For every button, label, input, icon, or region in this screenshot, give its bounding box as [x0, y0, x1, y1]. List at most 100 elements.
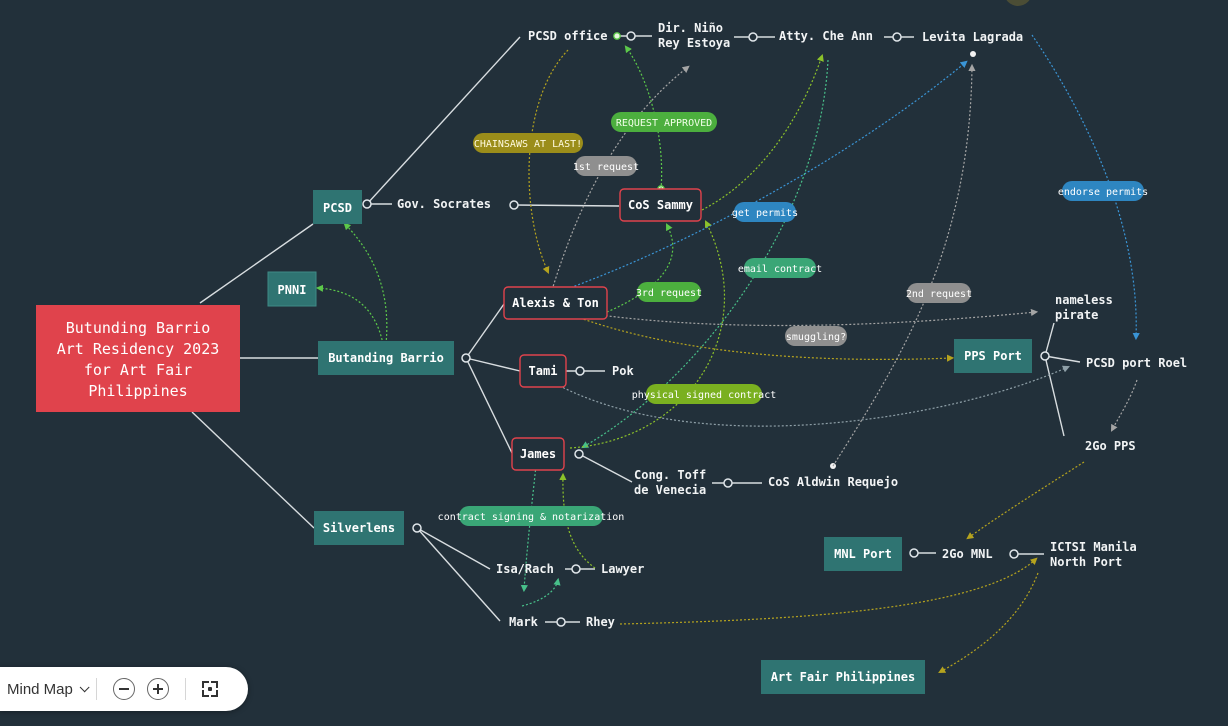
- curve-rhey-ictsi: [619, 557, 1038, 625]
- node-cos-sammy[interactable]: CoS Sammy: [619, 188, 702, 222]
- badge-chainsaws: CHAINSAWS AT LAST!: [473, 133, 583, 153]
- zoom-in-button[interactable]: [146, 678, 169, 700]
- node-pcsd[interactable]: PCSD: [313, 190, 362, 224]
- node-james[interactable]: James: [511, 437, 565, 471]
- curve-butanding-pnni: [315, 284, 384, 345]
- svg-text:CHAINSAWS AT LAST!: CHAINSAWS AT LAST!: [474, 139, 582, 150]
- curve-ictsi-artfair: [938, 572, 1039, 674]
- node-art-fair[interactable]: Art Fair Philippines: [761, 660, 925, 694]
- curve-physical-contract: [569, 220, 726, 449]
- svg-text:physical signed contract: physical signed contract: [632, 390, 777, 401]
- curve-chainsaws: [528, 49, 569, 274]
- svg-text:3rd request: 3rd request: [636, 288, 702, 299]
- svg-text:smuggling?: smuggling?: [786, 332, 846, 343]
- node-2go-pps[interactable]: 2Go PPS: [1085, 439, 1136, 453]
- badge-first-request: 1st request: [573, 156, 639, 176]
- curve-get-permits: [566, 60, 968, 290]
- curve-third-request: [591, 223, 674, 319]
- node-pcsd-port-roel[interactable]: PCSD port Roel: [1086, 356, 1187, 370]
- badge-second-request: 2nd request: [906, 283, 972, 303]
- svg-text:REQUEST APPROVED: REQUEST APPROVED: [616, 118, 712, 129]
- node-atty-che[interactable]: Atty. Che Ann: [779, 29, 873, 43]
- toolbar-divider: [184, 678, 186, 700]
- curve-alexis-pps: [579, 317, 955, 362]
- curve-tami-pps: [555, 365, 1070, 427]
- node-pps-port[interactable]: PPS Port: [954, 339, 1032, 373]
- badge-email-contract: email contract: [738, 258, 822, 278]
- view-mode-label: Mind Map: [7, 680, 73, 698]
- curve-first-request: [551, 65, 690, 291]
- curve-sammy-atty: [701, 53, 824, 211]
- glow-decoration: [1006, 0, 1030, 6]
- curve-endorse-permits: [1031, 34, 1140, 341]
- curve-2go-mnl: [966, 461, 1085, 540]
- curve-alexis-pirate: [577, 308, 1039, 327]
- badge-third-request: 3rd request: [636, 282, 702, 302]
- svg-text:Alexis & Ton: Alexis & Ton: [512, 296, 599, 310]
- node-silverlens[interactable]: Silverlens: [314, 511, 404, 545]
- node-pok[interactable]: Pok: [612, 364, 634, 378]
- svg-text:2nd request: 2nd request: [906, 289, 972, 300]
- node-butanding-barrio[interactable]: Butanding Barrio: [318, 341, 454, 375]
- node-pnni[interactable]: PNNI: [267, 271, 317, 307]
- fit-screen-icon: [207, 687, 212, 691]
- node-gov-socrates[interactable]: Gov. Socrates: [397, 197, 491, 211]
- svg-text:Art Fair Philippines: Art Fair Philippines: [771, 670, 916, 684]
- map-toolbar: Mind Map: [0, 667, 248, 711]
- node-lawyer[interactable]: Lawyer: [601, 562, 644, 576]
- curve-mark-isa: [521, 577, 561, 607]
- view-mode-dropdown[interactable]: Mind Map: [7, 680, 90, 698]
- node-mark[interactable]: Mark: [509, 615, 539, 629]
- fit-screen-button[interactable]: [201, 681, 218, 697]
- curve-butanding-pcsd: [343, 222, 388, 345]
- curve-email-contract: [581, 59, 829, 449]
- node-mnl-port[interactable]: MNL Port: [824, 537, 902, 571]
- badges: CHAINSAWS AT LAST! REQUEST APPROVED 1st …: [438, 112, 1148, 526]
- chevron-down-icon: [79, 681, 90, 692]
- svg-text:PNNI: PNNI: [278, 283, 307, 297]
- badge-contract-signing: contract signing & notarization: [438, 506, 625, 526]
- node-levita[interactable]: Levita Lagrada: [922, 30, 1023, 44]
- badge-request-approved: REQUEST APPROVED: [611, 112, 717, 132]
- svg-text:James: James: [520, 447, 556, 461]
- svg-text:CoS Sammy: CoS Sammy: [628, 198, 693, 212]
- node-tami[interactable]: Tami: [519, 354, 567, 388]
- badge-smuggling: smuggling?: [785, 326, 847, 346]
- node-cos-aldwin[interactable]: CoS Aldwin Requejo: [768, 475, 898, 489]
- connector-dots: [362, 31, 1050, 627]
- svg-text:MNL Port: MNL Port: [834, 547, 892, 561]
- svg-text:Silverlens: Silverlens: [323, 521, 395, 535]
- node-2go-mnl[interactable]: 2Go MNL: [942, 547, 993, 561]
- svg-text:Butanding Barrio: Butanding Barrio: [328, 351, 444, 365]
- node-alexis-ton[interactable]: Alexis & Ton: [503, 286, 608, 320]
- badge-get-permits: get permits: [732, 202, 798, 222]
- zoom-out-button[interactable]: [112, 678, 135, 700]
- node-rhey[interactable]: Rhey: [586, 615, 615, 629]
- curve-second-request: [832, 63, 976, 467]
- svg-text:PCSD: PCSD: [323, 201, 352, 215]
- svg-text:PPS Port: PPS Port: [964, 349, 1022, 363]
- svg-text:get permits: get permits: [732, 208, 798, 219]
- node-pcsd-office[interactable]: PCSD office: [528, 29, 607, 43]
- node-isa-rach[interactable]: Isa/Rach: [496, 562, 554, 576]
- badge-endorse-permits: endorse permits: [1058, 181, 1148, 201]
- svg-text:email contract: email contract: [738, 264, 822, 275]
- badge-physical-contract: physical signed contract: [632, 384, 777, 404]
- svg-text:endorse permits: endorse permits: [1058, 187, 1148, 198]
- svg-text:1st request: 1st request: [573, 162, 639, 173]
- curve-lawyer-james: [559, 472, 596, 569]
- curve-james-mark: [520, 465, 537, 593]
- curve-roel-2go: [1110, 379, 1138, 432]
- toolbar-divider: [95, 678, 97, 700]
- svg-text:contract signing & notarizatio: contract signing & notarization: [438, 512, 625, 523]
- svg-text:Tami: Tami: [529, 364, 558, 378]
- relationship-curves: [315, 34, 1140, 674]
